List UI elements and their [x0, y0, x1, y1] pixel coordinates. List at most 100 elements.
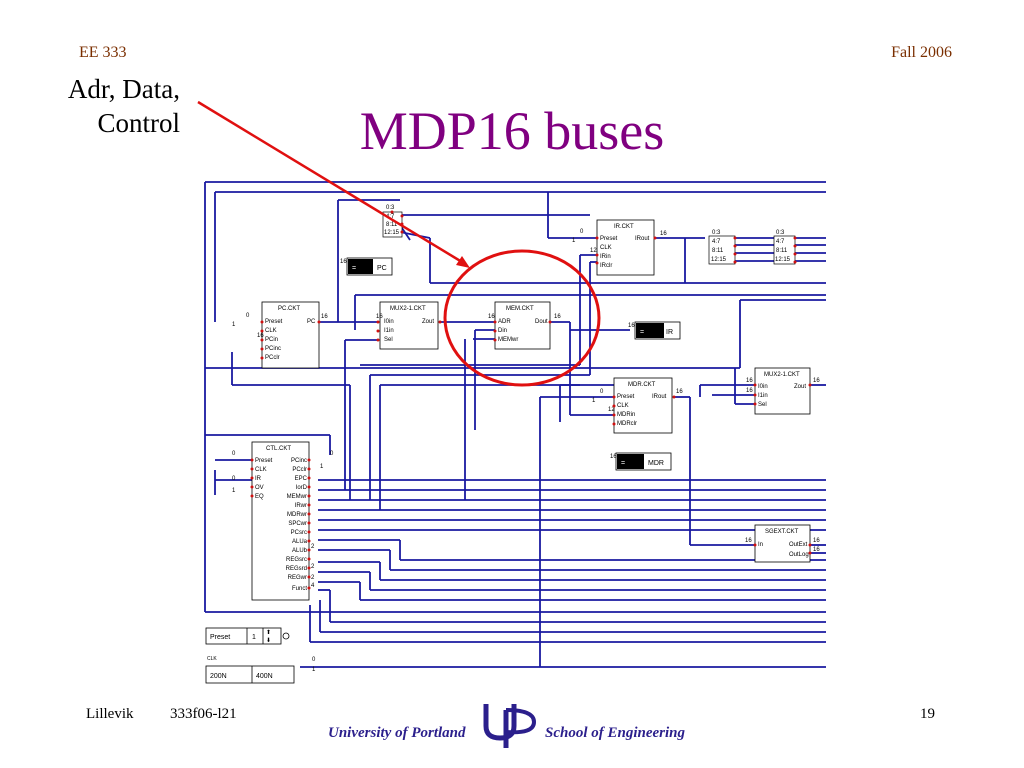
- arrow-head-icon: [456, 256, 470, 268]
- mux-a-block: MUX2-1.CKT I0in I1in Sel Zout: [379, 301, 439, 350]
- svg-text:Funct: Funct: [292, 586, 307, 592]
- svg-text:1: 1: [312, 667, 316, 673]
- svg-text:OV: OV: [255, 485, 264, 491]
- svg-text:16: 16: [554, 314, 561, 320]
- clock-source[interactable]: CLK 200N 400N: [205, 656, 295, 684]
- svg-text:In: In: [758, 542, 763, 548]
- svg-text:ALUa: ALUa: [292, 539, 308, 545]
- clock-high: 400N: [256, 673, 273, 680]
- svg-text:IR.CKT: IR.CKT: [614, 224, 634, 230]
- svg-text:Preset: Preset: [617, 394, 635, 400]
- svg-text:16: 16: [745, 538, 752, 544]
- svg-text:16: 16: [660, 231, 667, 237]
- svg-text:12:15: 12:15: [711, 257, 727, 263]
- svg-text:0: 0: [330, 451, 334, 457]
- preset-label: Preset: [210, 634, 230, 641]
- svg-text:16: 16: [746, 378, 753, 384]
- svg-text:16: 16: [676, 389, 683, 395]
- svg-text:MEMwr: MEMwr: [498, 337, 518, 343]
- svg-text:PCin: PCin: [265, 337, 278, 343]
- svg-text:ADR: ADR: [498, 319, 511, 325]
- svg-text:IR: IR: [666, 329, 673, 336]
- footer-file: 333f06-l21: [170, 706, 237, 722]
- svg-text:1: 1: [232, 322, 236, 328]
- svg-text:MDRin: MDRin: [617, 412, 635, 418]
- slide-title: MDP16 buses: [359, 101, 665, 161]
- svg-text:16: 16: [610, 454, 617, 460]
- svg-text:0: 0: [232, 476, 236, 482]
- annotation-line-1: Adr, Data,: [67, 74, 180, 104]
- svg-text:IRin: IRin: [600, 254, 611, 260]
- svg-text:MEMwr: MEMwr: [287, 494, 307, 500]
- sgext-block: SGEXT.CKT In OutExt OutLog: [754, 524, 811, 563]
- annotation-line-2: Control: [97, 108, 180, 138]
- svg-text:Zout: Zout: [794, 384, 806, 390]
- svg-text:PCclr: PCclr: [265, 355, 280, 361]
- svg-text:0: 0: [246, 313, 250, 319]
- svg-text:1: 1: [592, 398, 596, 404]
- svg-text:ALUb: ALUb: [292, 548, 308, 554]
- svg-text:4: 4: [311, 583, 315, 589]
- svg-text:REGsrc: REGsrc: [286, 557, 307, 563]
- svg-text:=: =: [621, 460, 625, 467]
- down-arrow-icon: ⬇: [266, 637, 271, 644]
- svg-text:Din: Din: [498, 328, 507, 334]
- svg-text:EQ: EQ: [255, 494, 264, 500]
- pin-dots: [250, 210, 812, 590]
- svg-text:16: 16: [340, 259, 347, 265]
- svg-text:IR: IR: [255, 476, 262, 482]
- svg-text:4:7: 4:7: [712, 239, 721, 245]
- svg-text:2: 2: [311, 575, 315, 581]
- svg-text:12: 12: [608, 407, 615, 413]
- svg-text:16: 16: [813, 547, 820, 553]
- svg-text:Sel: Sel: [384, 337, 393, 343]
- svg-text:OutExt: OutExt: [789, 542, 808, 548]
- svg-text:0: 0: [600, 389, 604, 395]
- svg-text:OutLog: OutLog: [789, 552, 809, 558]
- svg-text:0:3: 0:3: [712, 230, 721, 236]
- svg-text:0: 0: [232, 451, 236, 457]
- svg-text:MDR: MDR: [648, 460, 664, 467]
- svg-text:PC: PC: [377, 265, 387, 272]
- svg-text:IRclr: IRclr: [600, 263, 612, 269]
- svg-text:REGsrd: REGsrd: [286, 566, 307, 572]
- svg-text:16: 16: [813, 378, 820, 384]
- svg-text:16: 16: [813, 538, 820, 544]
- svg-text:I0in: I0in: [758, 384, 768, 390]
- svg-text:16: 16: [376, 314, 383, 320]
- svg-text:2: 2: [311, 544, 315, 550]
- svg-text:CLK: CLK: [617, 403, 629, 409]
- ir-block: IR.CKT Preset CLK IRin IRclr IRout: [596, 219, 655, 276]
- svg-text:MEM.CKT: MEM.CKT: [506, 306, 534, 312]
- svg-text:1: 1: [232, 488, 236, 494]
- svg-text:Preset: Preset: [265, 319, 283, 325]
- preset-switch[interactable]: Preset 1 ⬆ ⬇: [205, 627, 290, 645]
- svg-text:IorD: IorD: [296, 485, 308, 491]
- svg-text:0: 0: [580, 229, 584, 235]
- svg-text:PC: PC: [307, 319, 316, 325]
- svg-text:MDRclr: MDRclr: [617, 421, 637, 427]
- mux-b-block: MUX2-1.CKT I0in I1in Sel Zout: [754, 367, 811, 415]
- svg-text:SPCwr: SPCwr: [288, 521, 307, 527]
- mdr-block: MDR.CKT Preset CLK MDRin MDRclr IRout: [613, 377, 673, 434]
- svg-text:MDRwr: MDRwr: [287, 512, 307, 518]
- footer-school: School of Engineering: [545, 725, 686, 741]
- svg-text:PCinc: PCinc: [265, 346, 281, 352]
- svg-text:REGwr: REGwr: [288, 575, 307, 581]
- bus-wires: [204, 181, 826, 668]
- bus-annotation: Adr, Data, Control: [20, 72, 180, 140]
- svg-text:SGEXT.CKT: SGEXT.CKT: [765, 529, 799, 535]
- svg-text:Preset: Preset: [600, 236, 618, 242]
- svg-text:4:7: 4:7: [776, 239, 785, 245]
- svg-text:16: 16: [321, 314, 328, 320]
- bus-width-labels: 16 16 16 16 16 16 16 16 16 16 16 16 16 1…: [232, 229, 820, 673]
- svg-text:16: 16: [746, 388, 753, 394]
- svg-text:16: 16: [488, 314, 495, 320]
- svg-text:I0in: I0in: [384, 319, 394, 325]
- svg-text:IRout: IRout: [635, 236, 650, 242]
- svg-text:0:3: 0:3: [386, 205, 395, 211]
- preset-value: 1: [252, 634, 256, 641]
- svg-text:1: 1: [572, 238, 576, 244]
- block-title: PC.CKT: [278, 306, 300, 312]
